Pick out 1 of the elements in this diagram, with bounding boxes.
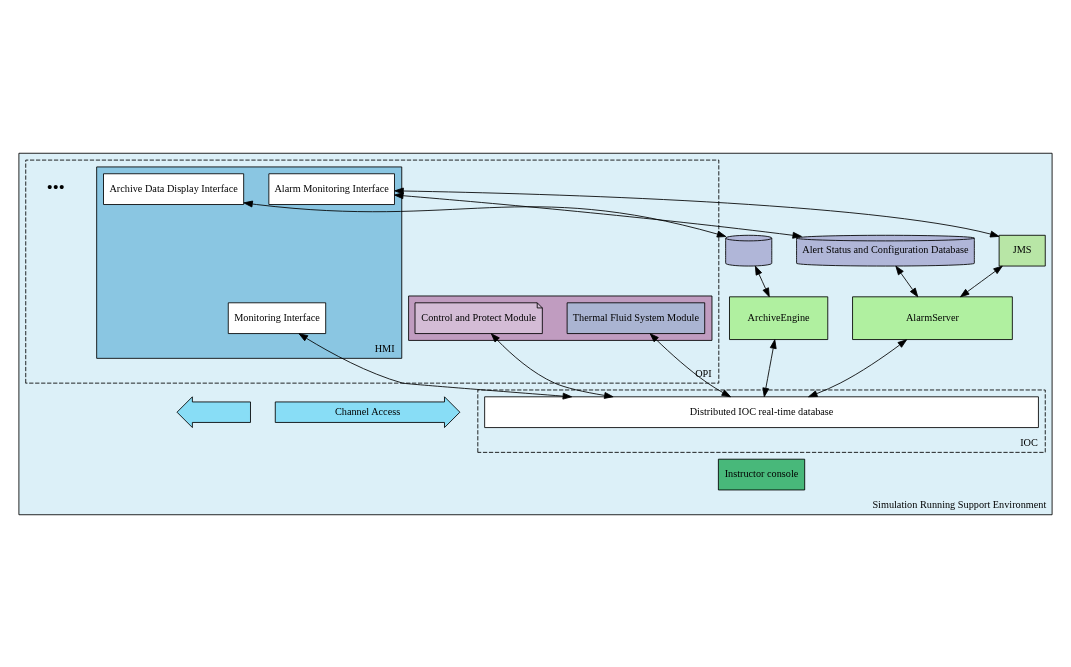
label: ••• bbox=[46, 177, 65, 197]
